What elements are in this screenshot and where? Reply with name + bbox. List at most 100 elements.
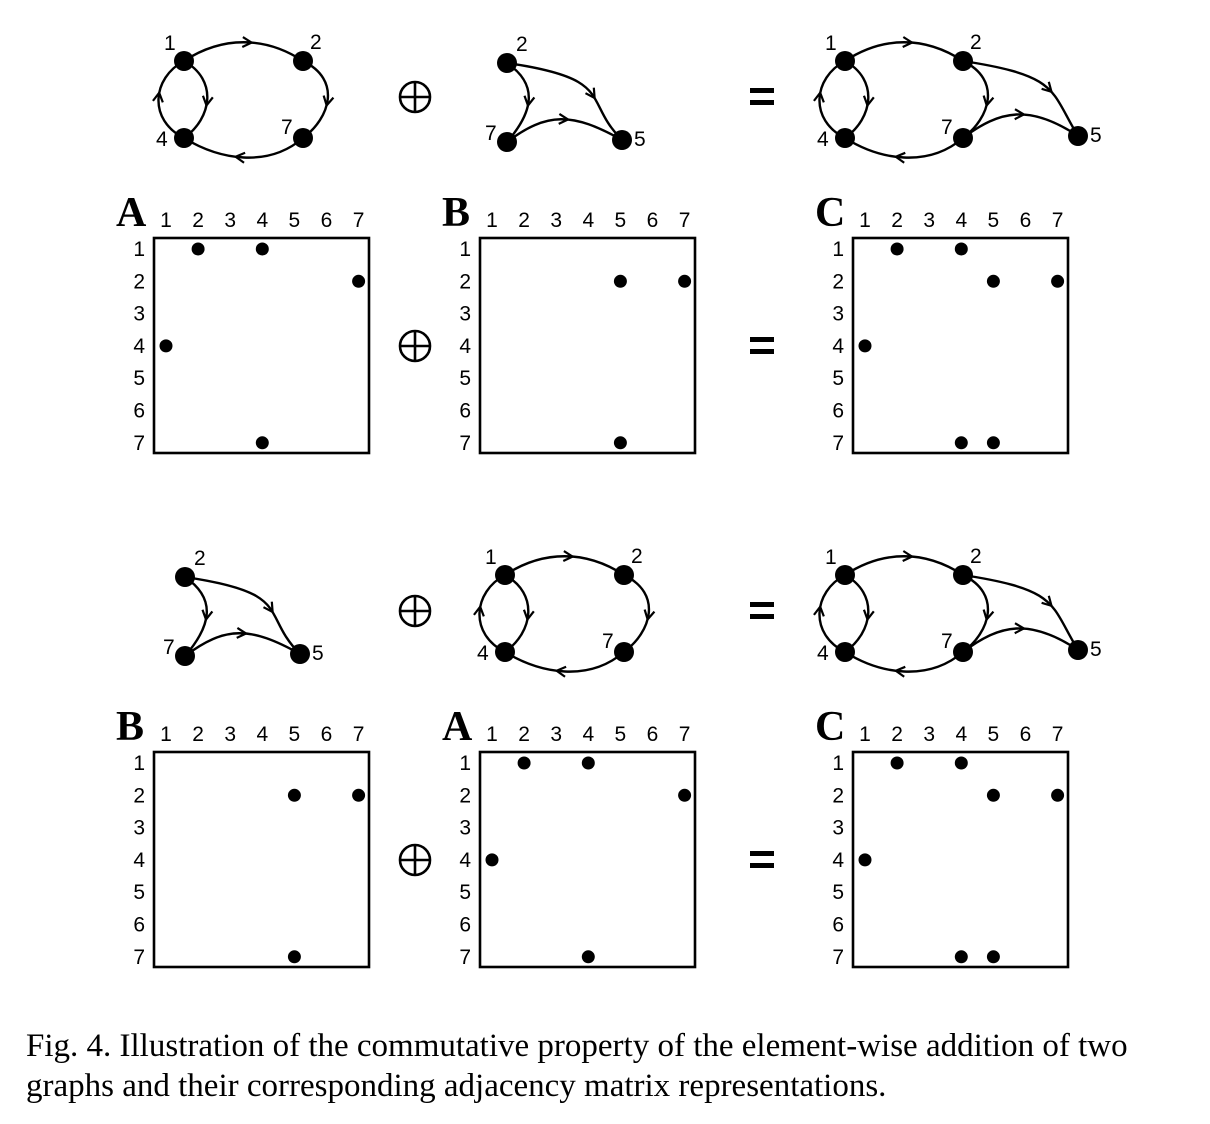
matrix-col-tick: 3	[923, 209, 935, 232]
graph-node-label: 4	[477, 642, 489, 665]
matrix-col-tick: 2	[891, 723, 903, 746]
matrix-row-tick: 4	[133, 849, 145, 872]
matrix-row-tick: 5	[832, 881, 844, 904]
graph-node-1	[835, 565, 855, 585]
edge-1-2	[183, 41, 304, 63]
matrix-col-tick: 7	[679, 209, 691, 232]
arrowhead-icon	[1014, 622, 1027, 635]
matrix-row-tick: 4	[459, 849, 471, 872]
matrix-entry	[986, 274, 1000, 288]
matrix-entry	[954, 950, 968, 964]
matrix-col-tick: 5	[289, 723, 301, 746]
matrix-entry	[954, 756, 968, 770]
graph-node-2	[614, 565, 634, 585]
matrix-col-tick: 2	[192, 209, 204, 232]
matrix-row-tick: 1	[832, 752, 844, 775]
edge-1-4	[844, 573, 870, 653]
matrix-row-tick: 6	[832, 914, 844, 937]
matrix-row-tick: 1	[832, 238, 844, 261]
arrowhead-icon	[643, 609, 656, 622]
graph-node-5	[612, 130, 632, 150]
matrix-frame	[851, 236, 1070, 455]
graph-node-label: 1	[164, 32, 176, 55]
matrix-entry	[986, 788, 1000, 802]
matrix-row-tick: 5	[832, 367, 844, 390]
equals-operator	[750, 851, 774, 868]
matrix-row-tick: 2	[133, 784, 145, 807]
arrowhead-icon	[902, 36, 915, 48]
matrix-row-tick: 1	[133, 238, 145, 261]
graph-node-label: 7	[941, 630, 953, 653]
graph-node-2	[293, 51, 313, 71]
matrix-entry	[352, 788, 366, 802]
arrowhead-icon	[813, 90, 825, 103]
graph-node-2	[953, 51, 973, 71]
edge-2-7	[302, 59, 330, 139]
graph-node-label: 2	[516, 33, 528, 56]
matrix-label: B	[116, 704, 144, 750]
matrix-row-tick: 1	[133, 752, 145, 775]
graph-node-label: 5	[1090, 638, 1102, 661]
matrix-frame	[152, 750, 371, 969]
arrowhead-icon	[241, 36, 254, 48]
arrowhead-icon	[201, 609, 214, 622]
equals-operator	[750, 602, 774, 619]
edge-4-1	[478, 573, 506, 654]
graph-node-1	[495, 565, 515, 585]
matrix-row-tick: 3	[133, 303, 145, 326]
matrix-label: A	[442, 704, 473, 750]
graph-node-label: 2	[970, 545, 982, 568]
matrix-entry	[159, 339, 173, 353]
arrowhead-icon	[893, 151, 906, 164]
graph-node-4	[495, 642, 515, 662]
arrowhead-icon	[233, 151, 246, 164]
edge-1-4	[844, 59, 870, 139]
matrix-entry	[678, 788, 692, 802]
matrix-entry	[287, 950, 301, 964]
matrix-row-tick: 3	[459, 817, 471, 840]
graph-node-label: 7	[941, 116, 953, 139]
matrix-col-tick: 4	[955, 723, 967, 746]
edge-4-1	[818, 59, 846, 140]
matrix-col-tick: 4	[256, 209, 268, 232]
arrowhead-icon	[236, 627, 249, 639]
edge-1-2	[844, 555, 964, 577]
matrix-col-tick: 4	[582, 723, 594, 746]
matrix-col-tick: 3	[224, 723, 236, 746]
arrowhead-icon	[862, 95, 875, 108]
matrix-row-tick: 3	[832, 303, 844, 326]
edge-2-7	[506, 62, 530, 143]
graph-node-label: 5	[1090, 124, 1102, 147]
matrix-row-tick: 2	[832, 270, 844, 293]
edge-1-4	[504, 573, 530, 653]
graph-node-label: 7	[485, 122, 497, 145]
matrix-row-tick: 3	[832, 817, 844, 840]
matrix-col-tick: 2	[518, 209, 530, 232]
edge-2-5	[962, 573, 1080, 651]
edge-7-5	[506, 118, 623, 143]
arrowhead-icon	[902, 550, 915, 562]
matrix-col-tick: 4	[256, 723, 268, 746]
matrix-row-tick: 6	[133, 914, 145, 937]
graph-node-label: 2	[310, 31, 322, 54]
matrix-col-tick: 5	[988, 723, 1000, 746]
graph-node-7	[175, 646, 195, 666]
matrix-row-tick: 7	[832, 946, 844, 969]
edge-2-5	[506, 61, 623, 141]
graph-node-4	[835, 642, 855, 662]
matrix-col-tick: 5	[615, 209, 627, 232]
edge-1-2	[844, 41, 964, 63]
graph-node-1	[174, 51, 194, 71]
matrix-col-tick: 7	[679, 723, 691, 746]
matrix-entry	[858, 853, 872, 867]
graph-node-7	[614, 642, 634, 662]
oplus-operator	[398, 843, 432, 877]
arrowhead-icon	[1041, 81, 1054, 94]
matrix-col-tick: 5	[615, 723, 627, 746]
oplus-operator	[398, 80, 432, 114]
